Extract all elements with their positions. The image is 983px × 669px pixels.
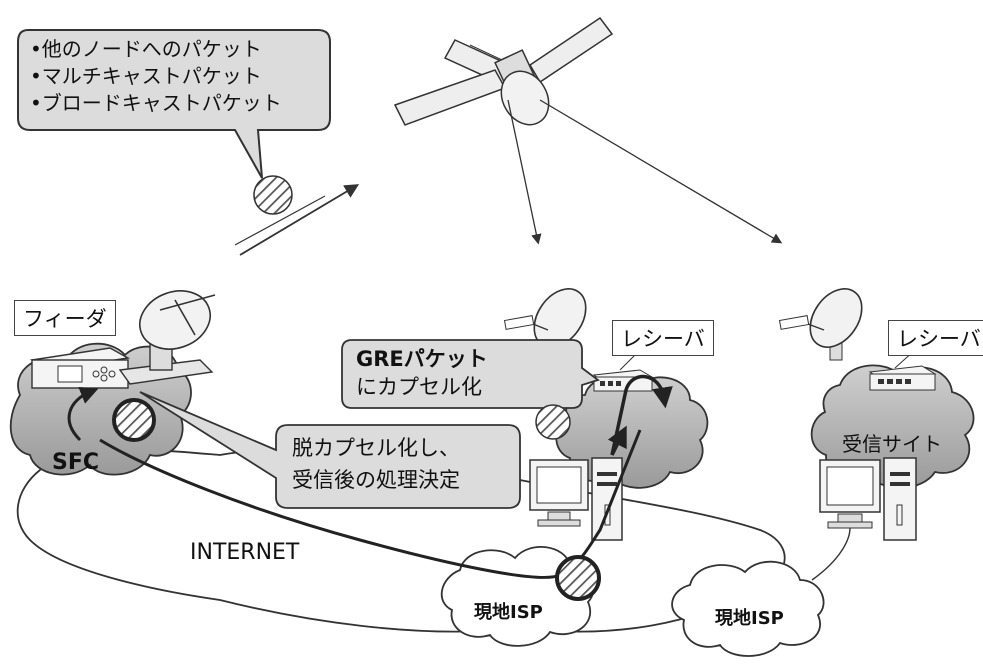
feeder-label: フィーダ: [14, 300, 116, 336]
feeder-dish-icon: [118, 290, 216, 385]
gre-line-1: GREパケット: [356, 347, 488, 371]
receiver1-label: レシーバ: [612, 320, 714, 356]
receiver2-device-icon: [868, 365, 937, 391]
pc1-icon: [529, 457, 623, 541]
packet-type-line-2: •マルチキャストパケット: [30, 64, 262, 88]
packet-type-line-3: •ブロードキャストパケット: [30, 91, 282, 115]
sfc-uplink-curve: [67, 386, 99, 442]
receiver-packet: [535, 404, 571, 440]
pc2-icon: [819, 457, 917, 541]
local-isp1-cloud: [440, 546, 595, 647]
isp-packet: [555, 555, 601, 601]
packet-type-line-1: •他のノードへのパケット: [30, 37, 262, 61]
decap-line-1: 脱カプセル化し、: [292, 436, 460, 460]
local-isp2-cloud: [671, 560, 825, 657]
gre-bubble-text: GREパケット にカプセル化: [356, 345, 488, 401]
receiver2-dish-icon: [778, 288, 863, 361]
decap-bubble-text: 脱カプセル化し、 受信後の処理決定: [292, 432, 460, 496]
sfc-packet: [112, 398, 156, 442]
internet-label: INTERNET: [190, 540, 300, 565]
downlink-arrow-2: [539, 99, 783, 244]
gre-line-2: にカプセル化: [356, 375, 482, 399]
gre-bubble: [341, 339, 600, 409]
decap-loop-arrow: [610, 374, 673, 456]
receiver2-label: レシーバ: [888, 320, 983, 356]
packet-types-bubble: [17, 29, 331, 179]
downlink-arrow-1: [507, 99, 542, 245]
receive-site-label: 受信サイト: [842, 432, 942, 456]
uplink-packet: [253, 175, 293, 215]
feeder-device-icon: [29, 347, 131, 389]
satellite-icon: [393, 16, 614, 126]
packet-types-text: •他のノードへのパケット •マルチキャストパケット •ブロードキャストパケット: [30, 36, 282, 117]
receive-site-link: [811, 527, 851, 581]
decap-bubble: [139, 391, 521, 509]
local-isp1-label: 現地ISP: [474, 602, 543, 623]
sfc-label: SFC: [52, 450, 100, 475]
local-isp2-label: 現地ISP: [715, 608, 784, 629]
uplink-arrow: [239, 184, 360, 256]
receiver1-device-icon: [592, 369, 654, 392]
decap-line-2: 受信後の処理決定: [292, 468, 460, 492]
